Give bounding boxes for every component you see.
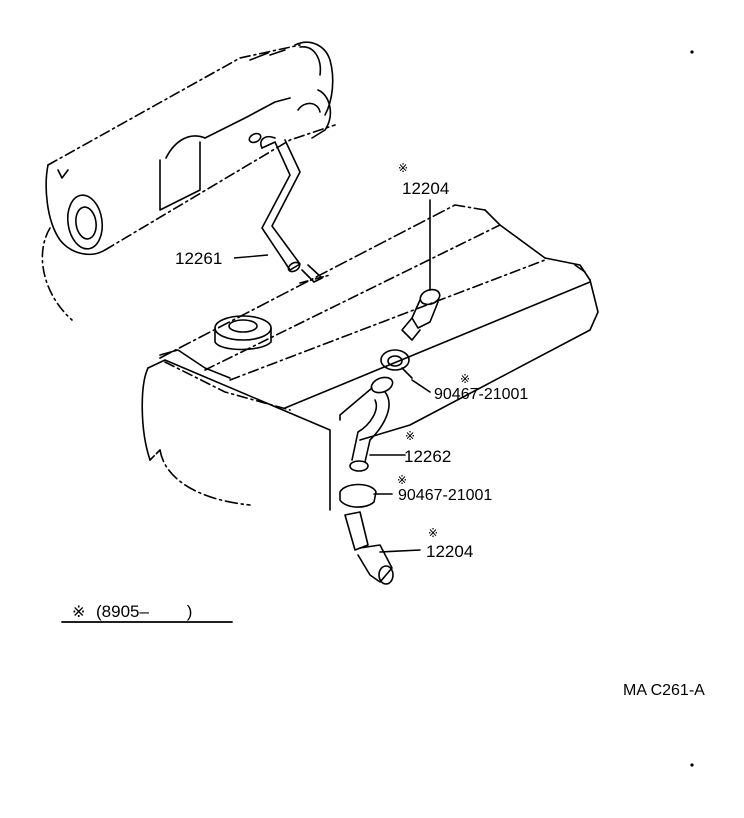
intake-assembly [41, 41, 336, 321]
cylinder-head-cover [141, 204, 599, 511]
clip-lower [339, 483, 393, 508]
pcv-valve-upper [401, 199, 441, 341]
mark-12262: ※ [405, 429, 415, 443]
label-12204-upper: 12204 [402, 179, 449, 198]
mark-90467-upper: ※ [460, 372, 470, 386]
footnote-text: (8905– ) [96, 602, 192, 621]
label-90467-lower: 90467-21001 [398, 487, 492, 504]
mark-12204-upper: ※ [398, 161, 408, 175]
diagram-code: MA C261-A [623, 682, 705, 699]
label-12204-lower: 12204 [426, 542, 473, 561]
label-12261: 12261 [175, 249, 222, 268]
pcv-valve-lower [344, 511, 421, 585]
clip-upper [380, 349, 431, 393]
hose-12261 [260, 135, 331, 284]
footnote-mark: ※ [72, 602, 85, 621]
mark-90467-lower: ※ [397, 473, 407, 487]
mark-12204-lower: ※ [428, 526, 438, 540]
hose-12262 [339, 376, 406, 472]
label-12262: 12262 [404, 447, 451, 466]
label-90467-upper: 90467-21001 [434, 386, 528, 403]
